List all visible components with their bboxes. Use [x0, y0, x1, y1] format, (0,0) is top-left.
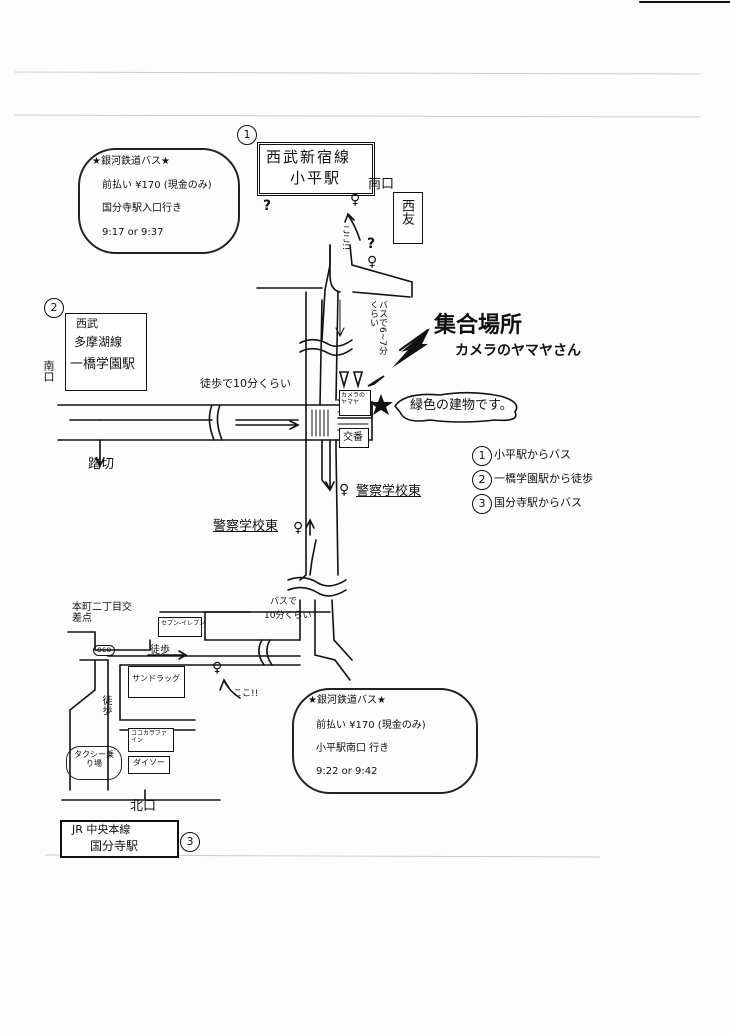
legend-text-1: 小平駅からバス: [494, 448, 571, 461]
eco-label: eco: [93, 645, 116, 656]
seven-eleven-store: セブン-イレブン: [158, 617, 206, 637]
route1-here-label: ここ!!: [340, 225, 350, 251]
bus-stop-keisatsu-east-1: 警察学校東: [356, 484, 422, 499]
hitotsubashi-south-exit: 南口: [42, 360, 55, 382]
route1-bus-duration: バスで6~7分くらい: [368, 300, 387, 355]
kokubunji-station-box: JR 中央本線 国分寺駅: [60, 820, 179, 858]
kokubunji-station-line: JR 中央本線: [72, 823, 131, 836]
bus-stop-icon: ♀: [293, 520, 304, 536]
hitotsubashi-station-name: 一橋学園駅: [70, 357, 136, 372]
meeting-place-subtitle: カメラのヤマヤさん: [455, 343, 581, 359]
taxi-stand: タクシー乗り場: [66, 746, 122, 780]
camera-yamaya-shop: カメラのヤマヤ: [339, 390, 371, 416]
route3-number: 3: [180, 832, 200, 852]
kokokara-fine-label: ココカラファイン: [131, 730, 168, 744]
route3-bus-duration-a: バスで: [270, 597, 298, 607]
kodaira-station-name: 小平駅: [290, 169, 342, 187]
legend-text-3: 国分寺駅からバス: [494, 496, 582, 509]
kokokara-fine-store: ココカラファイン: [128, 728, 174, 752]
bus-stop-keisatsu-east-2: 警察学校東: [213, 519, 279, 534]
railroad-crossing: 踏切: [88, 457, 115, 472]
police-box-label: 交番: [343, 432, 363, 443]
bus-stop-icon: ♀: [367, 254, 378, 270]
route1-bus-title: ★銀河鉄道バス★: [92, 156, 170, 167]
sun-drug-store: サンドラッグ: [128, 666, 185, 698]
daiso-store: ダイソー: [128, 756, 170, 774]
bus-stop-icon: ?: [263, 198, 272, 214]
seven-eleven-label: セブン-イレブン: [161, 620, 206, 627]
kokubunji-station-name: 国分寺駅: [90, 839, 139, 853]
police-box: 交番: [339, 428, 369, 448]
kodaira-station-line: 西武新宿線: [266, 148, 352, 166]
route3-bus-destination: 小平駅南口 行き: [316, 743, 390, 754]
kodaira-south-exit: 南口: [368, 177, 395, 192]
meeting-place-title: 集合場所: [434, 313, 523, 338]
route1-bus-times: 9:17 or 9:37: [102, 227, 164, 238]
legend-number-2: 2: [472, 470, 492, 490]
legend-text-2: 一橋学園駅から徒歩: [494, 472, 593, 485]
route3-walk: 徒歩: [150, 645, 170, 656]
route3-bus-info-cloud: ★銀河鉄道バス★ 前払い ¥170 (現金のみ) 小平駅南口 行き 9:22 o…: [292, 688, 478, 794]
taxi-stand-label: タクシー乗り場: [74, 750, 114, 768]
camera-yamaya-label: カメラのヤマヤ: [341, 392, 366, 406]
route3-walk-vertical: 徒歩: [100, 695, 111, 715]
daiso-label: ダイソー: [133, 758, 165, 767]
hitotsubashi-line-a: 西武: [76, 317, 98, 330]
route2-walk: 徒歩で10分くらい: [200, 377, 291, 390]
hommachi-intersection: 本町二丁目交差点: [72, 602, 132, 624]
route1-bus-info-cloud: ★銀河鉄道バス★ 前払い ¥170 (現金のみ) 国分寺駅入口行き 9:17 o…: [78, 148, 240, 254]
route3-bus-duration-b: 10分くらい: [264, 611, 312, 621]
route3-bus-fare: 前払い ¥170 (現金のみ): [316, 720, 426, 731]
bus-stop-icon: ?: [367, 236, 376, 252]
kodaira-station-box: 西武新宿線 小平駅: [257, 142, 375, 196]
bus-stop-icon: ♀: [350, 192, 361, 208]
route1-bus-fare: 前払い ¥170 (現金のみ): [102, 180, 212, 191]
seiyu-store: 西友: [393, 192, 423, 244]
bus-stop-icon: ♀: [339, 482, 350, 498]
legend-number-1: 1: [472, 446, 492, 466]
sun-drug-label: サンドラッグ: [132, 674, 180, 683]
bus-stop-icon: ♀: [212, 660, 223, 676]
legend-number-3: 3: [472, 494, 492, 514]
hitotsubashi-line-b: 多摩湖線: [74, 335, 123, 349]
kokubunji-north-exit: 北口: [130, 799, 157, 814]
green-building-note: 緑色の建物です。: [410, 398, 513, 413]
hitotsubashi-station-box: 西武 多摩湖線 一橋学園駅: [65, 313, 147, 391]
route3-bus-title: ★銀河鉄道バス★: [308, 695, 386, 706]
seiyu-label: 西友: [399, 199, 414, 225]
route3-here-label: ここ!!: [233, 689, 259, 699]
route2-number: 2: [44, 298, 64, 318]
route3-bus-times: 9:22 or 9:42: [316, 766, 378, 777]
route1-number: 1: [237, 125, 257, 145]
route1-bus-destination: 国分寺駅入口行き: [102, 203, 182, 214]
